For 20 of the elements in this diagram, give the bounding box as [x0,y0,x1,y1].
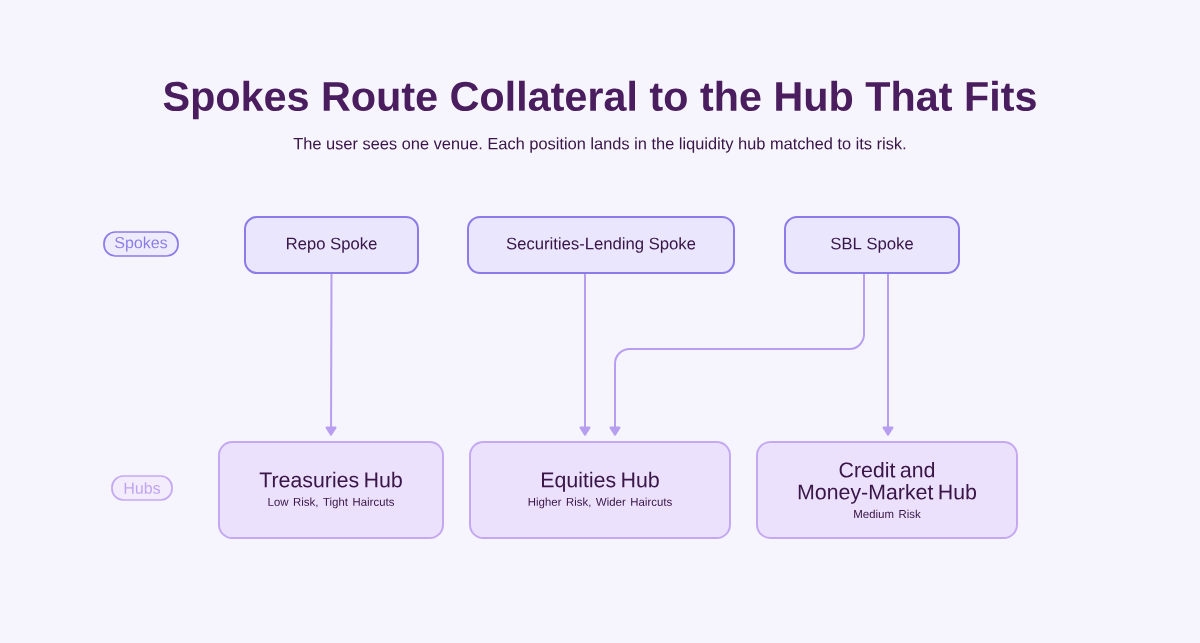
hub-box [756,441,1018,539]
hub-box [469,441,731,539]
subtitle: The user sees one venue. Each position lands in the liquidity hub matched to its risk. [293,137,906,153]
arrow [579,273,591,436]
hub-title: Treasuries Hub [259,471,402,488]
hub-title: Equities Hub [542,471,659,492]
spoke-box: Repo Spoke [244,216,419,274]
hub-subtitle: Medium Risk [854,509,921,519]
hub-subtitle: Higher Risk, Wider Haircuts [528,497,672,509]
arrow [882,273,894,436]
hub-box [218,441,444,539]
pill-label: Spokes [103,231,179,257]
hub-title: Credit and Money-Market Hub [798,461,977,504]
title: Spokes Route Collateral to the Hub That Fits [163,80,1036,120]
arrow [609,273,865,436]
pill-label: Hubs [111,475,173,501]
arrow [325,273,337,436]
hub-subtitle: Low Risk, Tight Haircuts [268,497,395,509]
spoke-box: Securities-Lending Spoke [467,216,735,274]
spoke-box: SBL Spoke [784,216,960,274]
